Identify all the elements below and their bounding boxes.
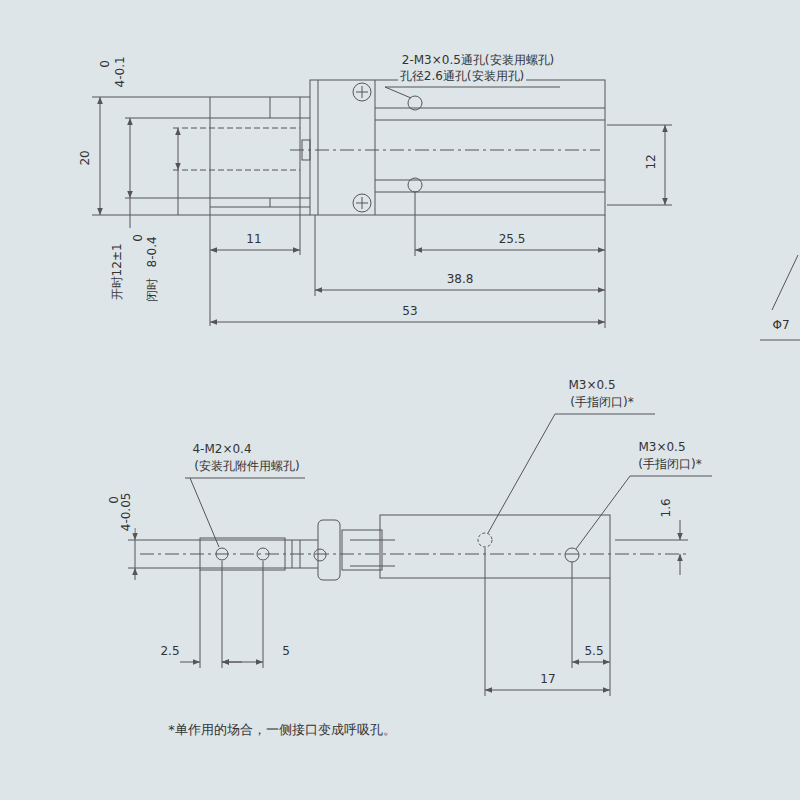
- dimension-text: 11: [244, 233, 263, 247]
- tolerance-text: 0: [132, 232, 146, 244]
- dimension-text: 2.5: [158, 645, 181, 659]
- dimension-text: 53: [400, 305, 419, 319]
- dimension-text: 20: [79, 148, 93, 167]
- tolerance-text: 4-0.05: [120, 491, 134, 534]
- dimension-text: 闭时: [146, 276, 160, 304]
- note-text: *单作用的场合，一侧接口变成呼吸孔。: [166, 723, 398, 738]
- callout-text: (手指闭口)*: [636, 458, 703, 472]
- dimension-text: 5: [280, 645, 292, 659]
- callout-text: 孔径2.6通孔(安装用孔): [398, 70, 526, 84]
- dimension-text: 12: [645, 152, 659, 171]
- callout-text: 2-M3×0.5通孔(安装用螺孔): [400, 54, 556, 68]
- tolerance-text: 4-0.1: [114, 54, 128, 89]
- dimension-text: 8-0.4: [146, 234, 160, 269]
- dimension-text: Φ7: [770, 319, 791, 333]
- callout-text: (手指闭口)*: [568, 396, 635, 410]
- callout-text: (安装孔附件用螺孔): [192, 460, 301, 474]
- dimension-text: 开时12±1: [110, 242, 124, 303]
- dimension-text: 5.5: [582, 645, 605, 659]
- callout-text: M3×0.5: [636, 441, 687, 455]
- dimension-text: 38.8: [445, 273, 476, 287]
- callout-text: 4-M2×0.4: [190, 443, 253, 457]
- tolerance-text: 0: [99, 58, 113, 70]
- callout-text: M3×0.5: [566, 379, 617, 393]
- dimension-text: 25.5: [497, 233, 528, 247]
- dimension-text: 1.6: [660, 496, 674, 519]
- dimension-text: 17: [538, 673, 557, 687]
